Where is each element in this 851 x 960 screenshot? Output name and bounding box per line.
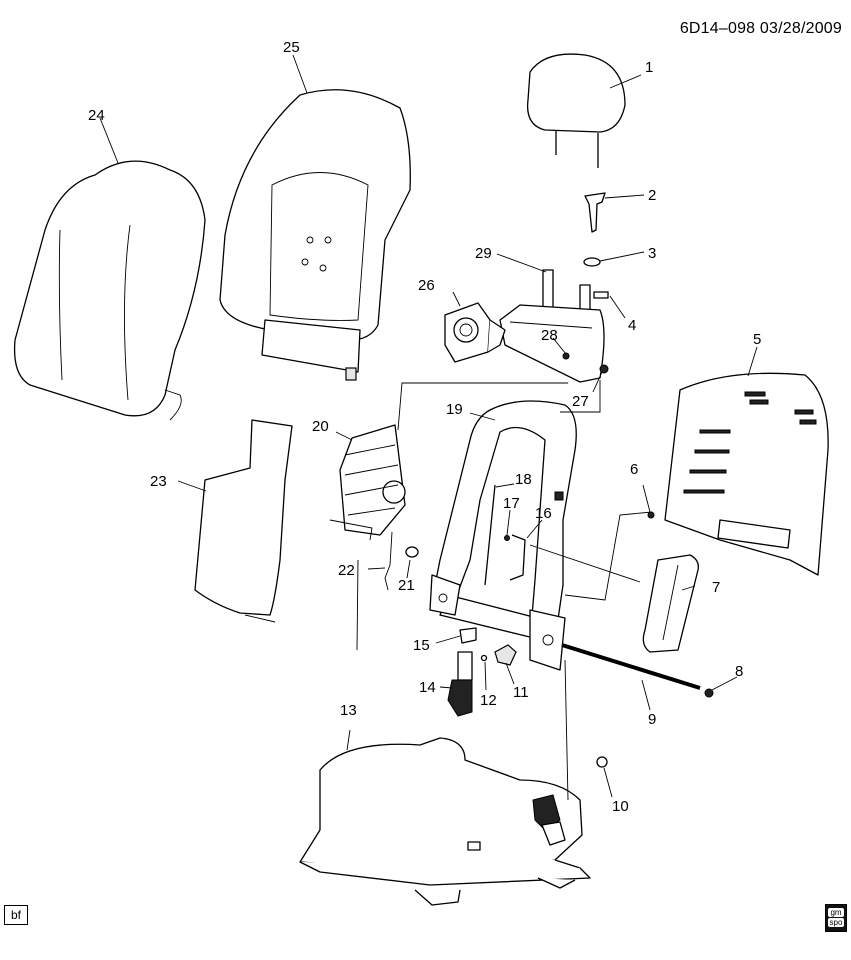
callout-29: 29 — [475, 245, 492, 262]
callout-11: 11 — [513, 684, 529, 701]
callout-14: 14 — [419, 679, 436, 696]
part-24-seatback-cover — [13, 160, 206, 421]
part-9-cross-rod — [561, 643, 701, 690]
callout-8: 8 — [735, 663, 743, 680]
callout-10: 10 — [612, 798, 629, 815]
callout-28: 28 — [541, 327, 558, 344]
callout-21: 21 — [398, 577, 415, 594]
part-18-rod — [484, 484, 496, 586]
part-19-seatback-frame — [429, 400, 577, 671]
callout-23: 23 — [150, 473, 167, 490]
callout-1: 1 — [645, 59, 653, 76]
callout-7: 7 — [712, 579, 720, 596]
callout-16: 16 — [535, 505, 552, 522]
part-25-seatback-pad — [219, 89, 411, 381]
callout-labels: 1 2 3 4 5 6 7 8 9 10 11 12 13 14 15 16 1… — [88, 39, 761, 815]
part-21-clip — [405, 546, 419, 558]
part-23-insulator-pad — [194, 419, 293, 623]
part-29-guide-tubes — [499, 269, 609, 383]
part-20-lumbar-support — [329, 424, 406, 541]
part-10-nut — [596, 756, 608, 768]
callout-27: 27 — [572, 393, 589, 410]
logo-text-bottom: spo — [828, 918, 844, 927]
callout-22: 22 — [338, 562, 355, 579]
part-3-nut — [583, 257, 601, 267]
footer-tag: bf — [4, 905, 28, 925]
callout-20: 20 — [312, 418, 329, 435]
diagram-reference-id: 6D14–098 03/28/2009 — [679, 20, 842, 37]
logo-text-top: gm — [828, 908, 844, 917]
callout-25: 25 — [283, 39, 300, 56]
part-11-handle — [494, 644, 517, 666]
part-26-lumbar-actuator — [444, 302, 506, 363]
part-16-rod — [509, 534, 526, 581]
leader-lines — [99, 54, 758, 801]
callout-18: 18 — [515, 471, 532, 488]
callout-6: 6 — [630, 461, 638, 478]
part-2-headrest-guide — [584, 192, 606, 233]
part-1-headrest — [526, 53, 626, 168]
part-5-rear-panel — [664, 372, 829, 576]
callout-19: 19 — [446, 401, 463, 418]
callout-3: 3 — [648, 245, 656, 262]
part-13-seat-cushion-assembly — [299, 737, 591, 906]
part-17-clip — [504, 535, 510, 541]
part-6-fastener — [647, 511, 655, 519]
callout-13: 13 — [340, 702, 357, 719]
callout-9: 9 — [648, 711, 656, 728]
part-12-screw — [480, 654, 488, 662]
part-15-bracket — [459, 627, 477, 644]
part-7-side-trim — [642, 554, 699, 653]
callout-17: 17 — [503, 495, 520, 512]
callout-5: 5 — [753, 331, 761, 348]
callout-26: 26 — [418, 277, 435, 294]
callout-2: 2 — [648, 187, 656, 204]
part-14-recliner-motor — [447, 651, 473, 717]
callout-4: 4 — [628, 317, 636, 334]
callout-15: 15 — [413, 637, 430, 654]
part-8-washer — [704, 688, 714, 698]
callout-24: 24 — [88, 107, 105, 124]
part-22-wire-harness — [384, 531, 393, 591]
callout-12: 12 — [480, 692, 497, 709]
part-4-bolt — [593, 291, 609, 299]
gm-spo-logo: gm spo — [825, 904, 847, 932]
